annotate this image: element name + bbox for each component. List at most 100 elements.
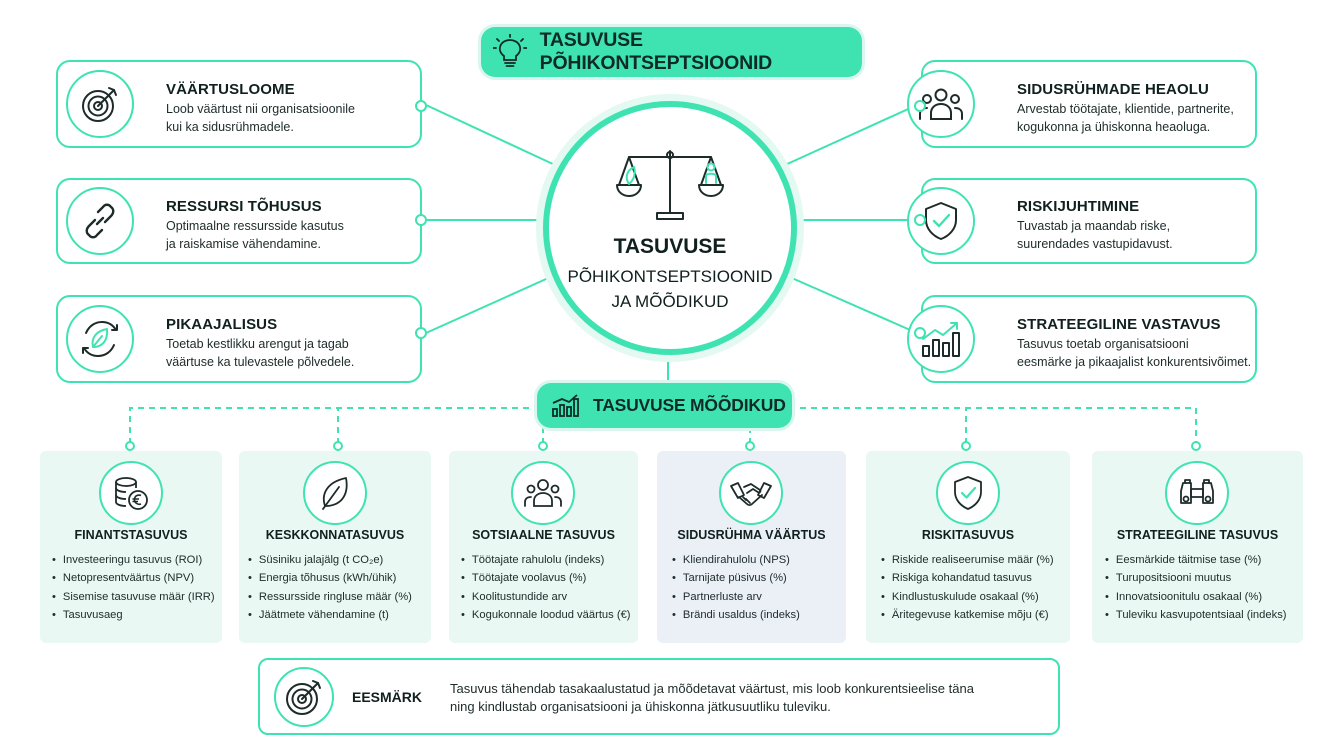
list-item: Tarnijate püsivus (%)	[672, 569, 800, 587]
metric-title: KESKKONNATASUVUS	[265, 528, 405, 542]
lightbulb-icon	[481, 27, 540, 77]
metric-card-environmental: KESKKONNATASUVUS Süsiniku jalajälg (t CO…	[239, 451, 431, 643]
metric-title: SOTSIAALNE TASUVUS	[472, 528, 615, 542]
metric-card-strategic: STRATEEGILINE TASUVUS Eesmärkide täitmis…	[1092, 451, 1303, 643]
connector-dot	[415, 100, 427, 112]
connector-dot	[914, 327, 926, 339]
concept-desc-line2: eesmärke ja pikaajalist konkurentsivõime…	[1017, 355, 1252, 369]
concept-card-resource-efficiency: RESSURSI TÕHUSUS Optimaalne ressursside …	[56, 178, 422, 264]
coins-euro-icon	[99, 461, 163, 525]
concept-desc-line2: väärtuse ka tulevastele põlvedele.	[166, 355, 355, 369]
metric-title: FINANTSTASUVUS	[74, 528, 188, 542]
concept-card-risk-management: RISKIJUHTIMINE Tuvastab ja maandab riske…	[907, 178, 1257, 264]
connector-dot	[415, 214, 427, 226]
connector-dot	[415, 327, 427, 339]
list-item: Töötajate rahulolu (indeks)	[461, 551, 631, 569]
list-item: Sisemise tasuvuse määr (IRR)	[52, 588, 215, 606]
concept-desc-line2: ja raiskamise vähendamine.	[166, 237, 321, 251]
goal-label: EESMÄRK	[352, 689, 423, 705]
connector-dot	[914, 214, 926, 226]
list-item: Brändi usaldus (indeks)	[672, 606, 800, 624]
concept-card-long-term: PIKAAJALISUS Toetab kestlikku arengut ja…	[56, 295, 422, 383]
metric-list: Eesmärkide täitmise tase (%) Turupositsi…	[1105, 551, 1287, 624]
concept-title: SIDUSRÜHMADE HEAOLU	[1017, 81, 1209, 98]
list-item: Ressursside ringluse määr (%)	[248, 588, 412, 606]
list-item: Turupositsiooni muutus	[1105, 569, 1287, 587]
concept-desc-line1: Toetab kestlikku arengut ja tagab	[166, 337, 349, 351]
metric-title: STRATEEGILINE TASUVUS	[1116, 528, 1279, 542]
list-item: Energia tõhusus (kWh/ühik)	[248, 569, 412, 587]
list-item: Kliendirahulolu (NPS)	[672, 551, 800, 569]
shield-check-icon	[936, 461, 1000, 525]
list-item: Partnerluste arv	[672, 588, 800, 606]
concept-title: VÄÄRTUSLOOME	[166, 81, 295, 98]
metric-list: Süsiniku jalajälg (t CO₂e) Energia tõhus…	[248, 551, 412, 624]
bar-chart-icon	[537, 383, 593, 428]
concept-desc-line1: Tasuvus toetab organisatsiooni	[1017, 337, 1189, 351]
center-subtitle-line2: JA MÕÕDIKUD	[611, 292, 729, 311]
list-item: Netopresentväärtus (NPV)	[52, 569, 215, 587]
concept-desc-line1: Loob väärtust nii organisatsioonile	[166, 102, 356, 116]
list-item: Investeeringu tasuvus (ROI)	[52, 551, 215, 569]
metric-list: Riskide realiseerumise määr (%) Riskiga …	[881, 551, 1054, 624]
concept-desc-line1: Optimaalne ressursside kasutus	[166, 219, 344, 233]
binoculars-icon	[1165, 461, 1229, 525]
center-hub: TASUVUSE PÕHIKONTSEPTSIOONID JA MÕÕDIKUD	[543, 101, 797, 355]
metric-title: SIDUSRÜHMA VÄÄRTUS	[677, 528, 826, 542]
concept-card-value-creation: VÄÄRTUSLOOME Loob väärtust nii organisat…	[56, 60, 422, 148]
center-title: TASUVUSE	[613, 235, 727, 258]
metrics-header-title: TASUVUSE MÕÕDIKUD	[593, 395, 786, 415]
center-subtitle-line1: PÕHIKONTSEPTSIOONID	[567, 267, 773, 286]
concept-title: PIKAAJALISUS	[166, 316, 278, 333]
list-item: Äritegevuse katkemise mõju (€)	[881, 606, 1054, 624]
metric-card-stakeholder: SIDUSRÜHMA VÄÄRTUS Kliendirahulolu (NPS)…	[657, 451, 846, 643]
concept-desc-line2: suurendades vastupidavust.	[1017, 237, 1173, 251]
list-item: Koolitustundide arv	[461, 588, 631, 606]
goal-line2: ning kindlustab organisatsiooni ja ühisk…	[450, 699, 831, 714]
target-icon	[66, 70, 134, 138]
list-item: Tuleviku kasvupotentsiaal (indeks)	[1105, 606, 1287, 624]
concept-desc-line2: kui ka sidusrühmadele.	[166, 120, 294, 134]
list-item: Eesmärkide täitmise tase (%)	[1105, 551, 1287, 569]
metric-card-financial: FINANTSTASUVUS Investeeringu tasuvus (RO…	[40, 451, 222, 643]
metrics-header-pill: TASUVUSE MÕÕDIKUD	[537, 383, 792, 428]
list-item: Kogukonnale loodud väärtus (€)	[461, 606, 631, 624]
list-item: Riskiga kohandatud tasuvus	[881, 569, 1054, 587]
metric-card-social: SOTSIAALNE TASUVUS Töötajate rahulolu (i…	[449, 451, 638, 643]
list-item: Riskide realiseerumise määr (%)	[881, 551, 1054, 569]
goal-line1: Tasuvus tähendab tasakaalustatud ja mõõd…	[450, 681, 974, 696]
metric-list: Kliendirahulolu (NPS) Tarnijate püsivus …	[672, 551, 800, 624]
target-icon	[274, 667, 334, 727]
concept-title: STRATEEGILINE VASTAVUS	[1017, 316, 1221, 333]
link-icon	[66, 187, 134, 255]
metric-card-risk: RISKITASUVUS Riskide realiseerumise määr…	[866, 451, 1070, 643]
leaf-icon	[303, 461, 367, 525]
concept-desc-line2: kogukonna ja ühiskonna heaoluga.	[1017, 120, 1211, 134]
goal-box: EESMÄRK Tasuvus tähendab tasakaalustatud…	[258, 658, 1060, 735]
group-icon	[511, 461, 575, 525]
goal-description: Tasuvus tähendab tasakaalustatud ja mõõd…	[450, 680, 974, 716]
leaf-cycle-icon	[66, 305, 134, 373]
list-item: Süsiniku jalajälg (t CO₂e)	[248, 551, 412, 569]
concept-card-strategic-alignment: STRATEEGILINE VASTAVUS Tasuvus toetab or…	[907, 295, 1257, 383]
handshake-icon	[719, 461, 783, 525]
list-item: Jäätmete vähendamine (t)	[248, 606, 412, 624]
metric-list: Töötajate rahulolu (indeks) Töötajate vo…	[461, 551, 631, 624]
growth-chart-icon	[907, 305, 975, 373]
concept-card-stakeholder-wellbeing: SIDUSRÜHMADE HEAOLU Arvestab töötajate, …	[907, 60, 1257, 148]
list-item: Töötajate voolavus (%)	[461, 569, 631, 587]
concept-desc-line1: Arvestab töötajate, klientide, partnerit…	[1017, 102, 1234, 116]
list-item: Tasuvusaeg	[52, 606, 215, 624]
list-item: Innovatsioonitulu osakaal (%)	[1105, 588, 1287, 606]
scales-icon	[616, 150, 724, 220]
header-title: TASUVUSE PÕHIKONTSEPTSIOONID	[539, 29, 773, 74]
metric-title: RISKITASUVUS	[921, 528, 1015, 542]
connector-dot	[914, 100, 926, 112]
header-pill: TASUVUSE PÕHIKONTSEPTSIOONID	[481, 27, 862, 77]
concept-title: RESSURSI TÕHUSUS	[166, 198, 322, 215]
concept-title: RISKIJUHTIMINE	[1017, 198, 1140, 215]
metric-list: Investeeringu tasuvus (ROI) Netopresentv…	[52, 551, 215, 624]
people-icon	[907, 70, 975, 138]
list-item: Kindlustuskulude osakaal (%)	[881, 588, 1054, 606]
